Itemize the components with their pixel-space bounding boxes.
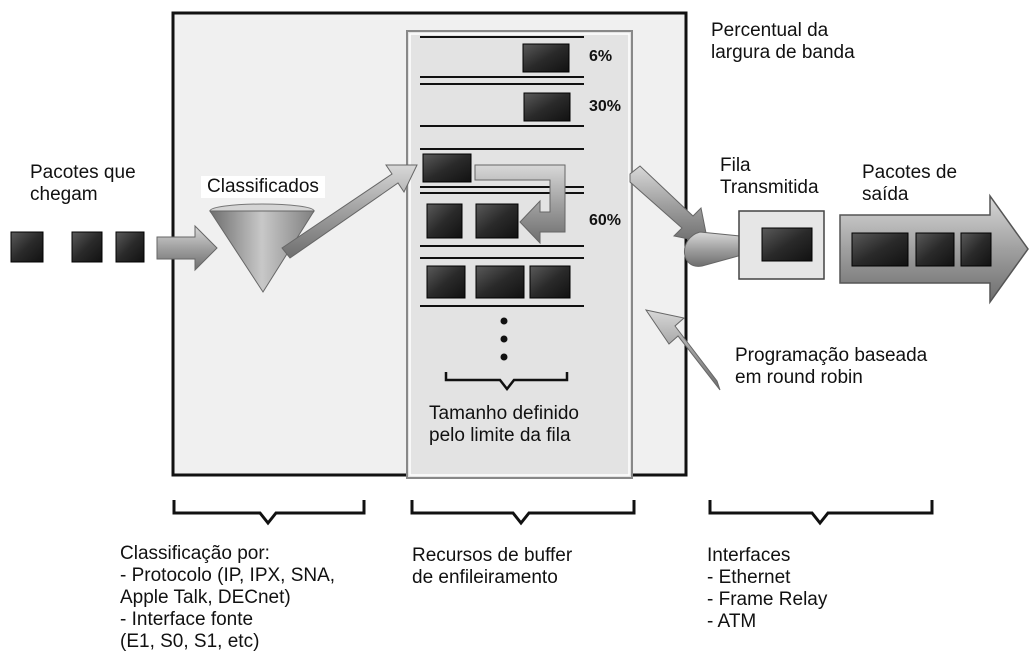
more-queues-dots [500, 317, 508, 361]
queue-buffer-panel [406, 30, 633, 479]
queue-60-percent: 60% [589, 212, 622, 229]
queue-4-packet [529, 265, 571, 299]
interfaces-caption: Interfaces - Ethernet - Frame Relay - AT… [707, 545, 828, 632]
incoming-arrow [156, 224, 218, 272]
classified-label: Classificados [201, 176, 325, 198]
queue-60-uturn-arrow [474, 164, 566, 245]
interfaces-brace [708, 500, 934, 526]
scheduler-arrow [644, 309, 721, 391]
queue-60-packet [475, 203, 519, 239]
classification-brace [172, 500, 366, 526]
classified-arrow [281, 164, 418, 259]
queue-30-lines [420, 83, 584, 127]
queue-6-packet [522, 43, 570, 73]
classifier-funnel [209, 203, 315, 293]
outgoing-packets [851, 232, 992, 267]
queue-60-packet [422, 153, 472, 183]
transmit-queue-box [738, 210, 825, 280]
queue-4-packet [475, 265, 525, 299]
queue-60-packet [426, 203, 463, 239]
queue-30-packet [523, 92, 571, 122]
classification-caption: Classificação por: - Protocolo (IP, IPX,… [120, 543, 336, 652]
buffer-brace [410, 500, 636, 526]
queue-size-brace [444, 372, 569, 392]
queue-4-lines [420, 257, 584, 307]
queue-4-packet [426, 265, 466, 299]
queue-6-percent: 6% [589, 48, 613, 65]
queue-30-percent: 30% [589, 98, 622, 115]
queue-6-lines [420, 36, 584, 78]
incoming-packets [10, 231, 145, 263]
